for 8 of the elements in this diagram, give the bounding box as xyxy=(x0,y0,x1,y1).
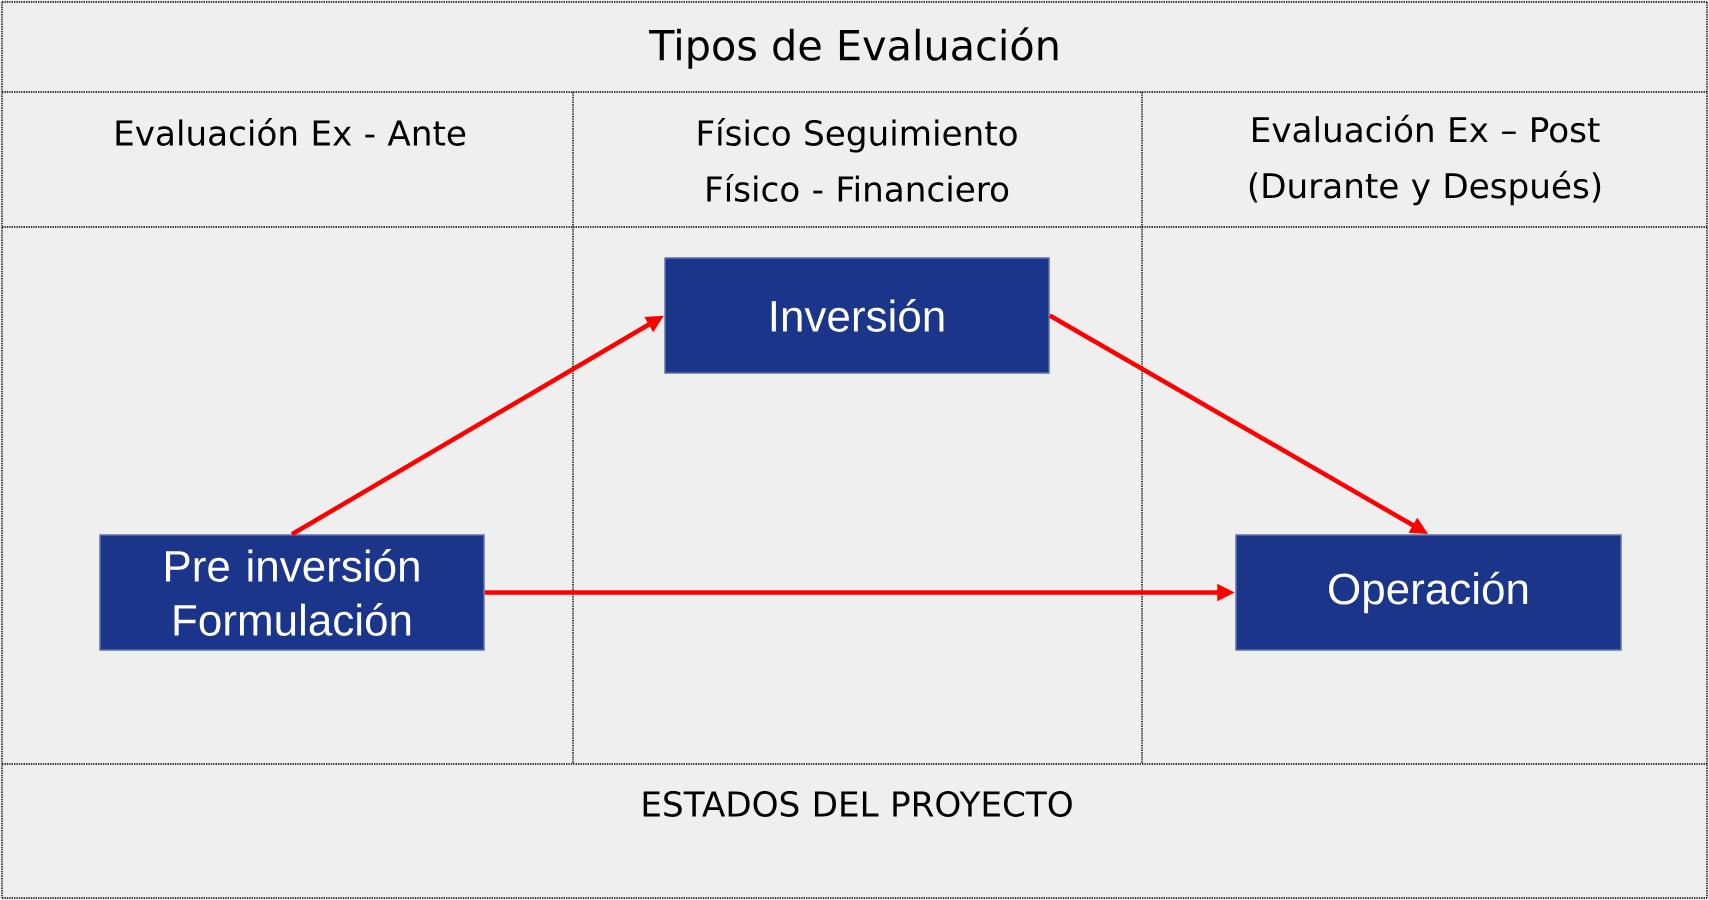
column-heading: Evaluación Ex – Post (Durante y Después) xyxy=(1249,114,1601,206)
process-box: Operación xyxy=(1235,534,1622,651)
process-box: Pre inversión Formulación xyxy=(99,534,485,651)
title: Tipos de Evaluación xyxy=(649,27,1058,69)
column-heading: Evaluación Ex - Ante xyxy=(116,118,466,146)
column-heading: Físico Seguimiento Físico - Financiero xyxy=(698,118,1017,202)
column-heading: ESTADOS DEL PROYECTO xyxy=(643,791,1072,817)
process-box: Inversión xyxy=(664,257,1050,374)
